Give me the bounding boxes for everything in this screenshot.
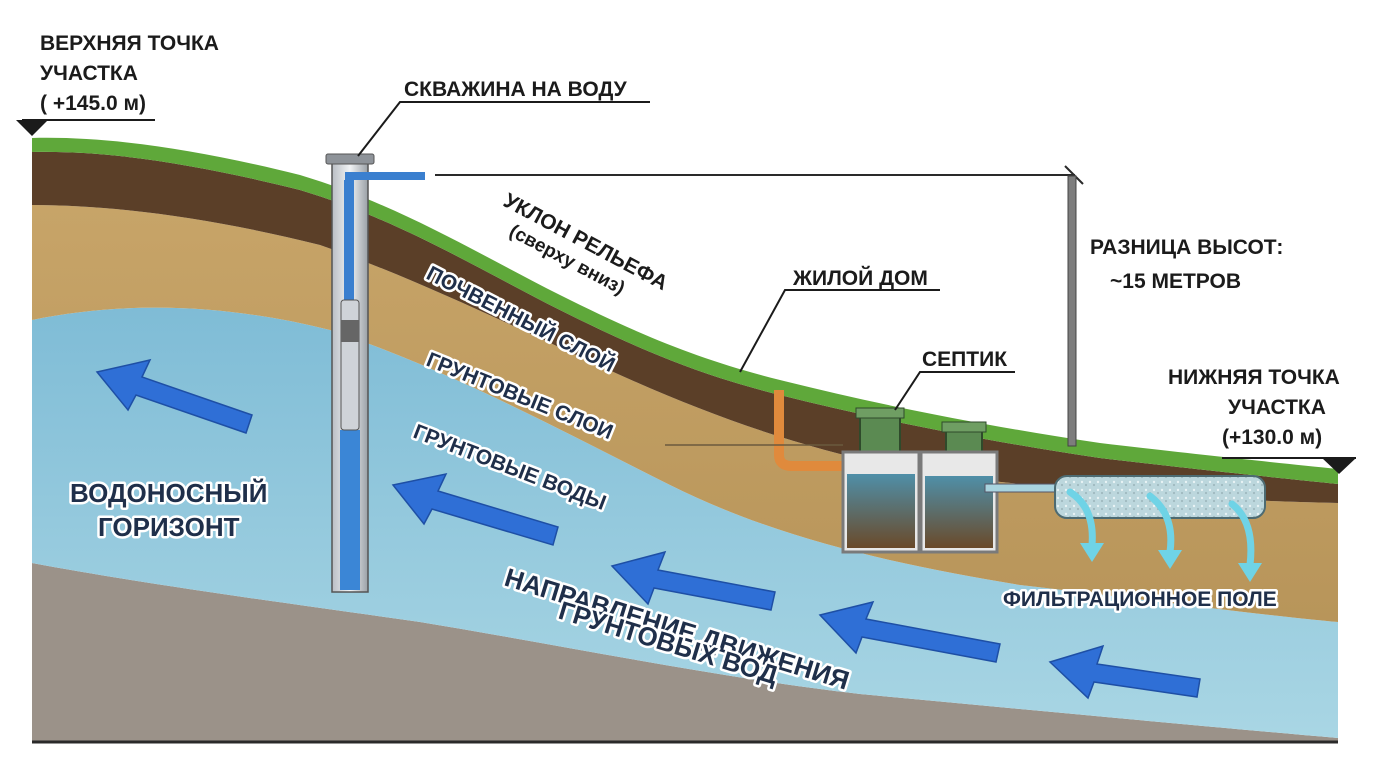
height-diff-label-line2: ~15 МЕТРОВ [1110, 270, 1241, 293]
house-label-leader [739, 289, 940, 373]
drain-arrow-2 [1146, 492, 1175, 556]
flow-arrow-1 [95, 358, 253, 434]
top-point-marker-icon [16, 120, 48, 136]
drain-arrowhead-2 [1158, 550, 1182, 569]
filtration-drain-arrowheads [1080, 543, 1262, 582]
drain-arrowhead-1 [1080, 543, 1104, 562]
drain-arrowhead-3 [1238, 563, 1262, 582]
top-point-label-line2: УЧАСТКА [40, 62, 138, 85]
bottom-point-label-line2: УЧАСТКА [1228, 396, 1326, 419]
drain-arrow-1 [1066, 488, 1096, 549]
well-label: СКВАЖИНА НА ВОДУ [404, 78, 628, 101]
flow-arrow-3 [610, 550, 776, 611]
bottom-point-elevation: (+130.0 м) [1222, 426, 1322, 449]
bottom-point-marker-icon [1322, 458, 1356, 474]
house-sewer-pipe [774, 390, 850, 471]
top-point-label-line1: ВЕРХНЯЯ ТОЧКА [40, 32, 219, 55]
filtration-drain-arrows [1066, 488, 1255, 569]
well-cap [325, 153, 375, 165]
septic-riser-1-cap [855, 407, 905, 419]
bedrock-layer [32, 563, 1338, 742]
septic-label-leader [894, 371, 1015, 411]
top-point-elevation: ( +145.0 м) [40, 92, 146, 115]
well-pump [340, 299, 360, 431]
flow-arrows [95, 358, 1201, 700]
septic-outlet-pipe [984, 483, 1066, 493]
height-diff-post [1067, 175, 1077, 447]
filtration-gravel-bed [1054, 475, 1266, 519]
septic-chamber-2-contents [925, 476, 993, 548]
aquifer-label-line2: ГОРИЗОНТ [98, 512, 240, 542]
well-outlet-pipe [345, 172, 425, 182]
septic-label: СЕПТИК [922, 348, 1007, 371]
well-label-leader [357, 101, 650, 157]
flow-arrow-5 [1048, 644, 1201, 700]
drain-arrow-3 [1228, 500, 1255, 569]
flow-arrow-2 [391, 472, 559, 546]
height-diff-label-line1: РАЗНИЦА ВЫСОТ: [1090, 236, 1283, 259]
well-pump-motor [341, 320, 359, 342]
filtration-field-label: ФИЛЬТРАЦИОННОЕ ПОЛЕ [1003, 588, 1277, 611]
septic-riser-2-cap [941, 421, 987, 433]
height-diff-tick [1064, 165, 1084, 185]
septic-tank [841, 371, 1066, 554]
water-well [325, 101, 650, 593]
aquifer-label-line1: ВОДОНОСНЫЙ [70, 478, 267, 508]
septic-chamber-1-contents [847, 474, 915, 548]
flow-arrow-4 [818, 600, 1001, 663]
house-label: ЖИЛОЙ ДОМ [792, 266, 928, 290]
bottom-point-label-line1: НИЖНЯЯ ТОЧКА [1168, 366, 1340, 389]
well-water-column [340, 430, 360, 590]
